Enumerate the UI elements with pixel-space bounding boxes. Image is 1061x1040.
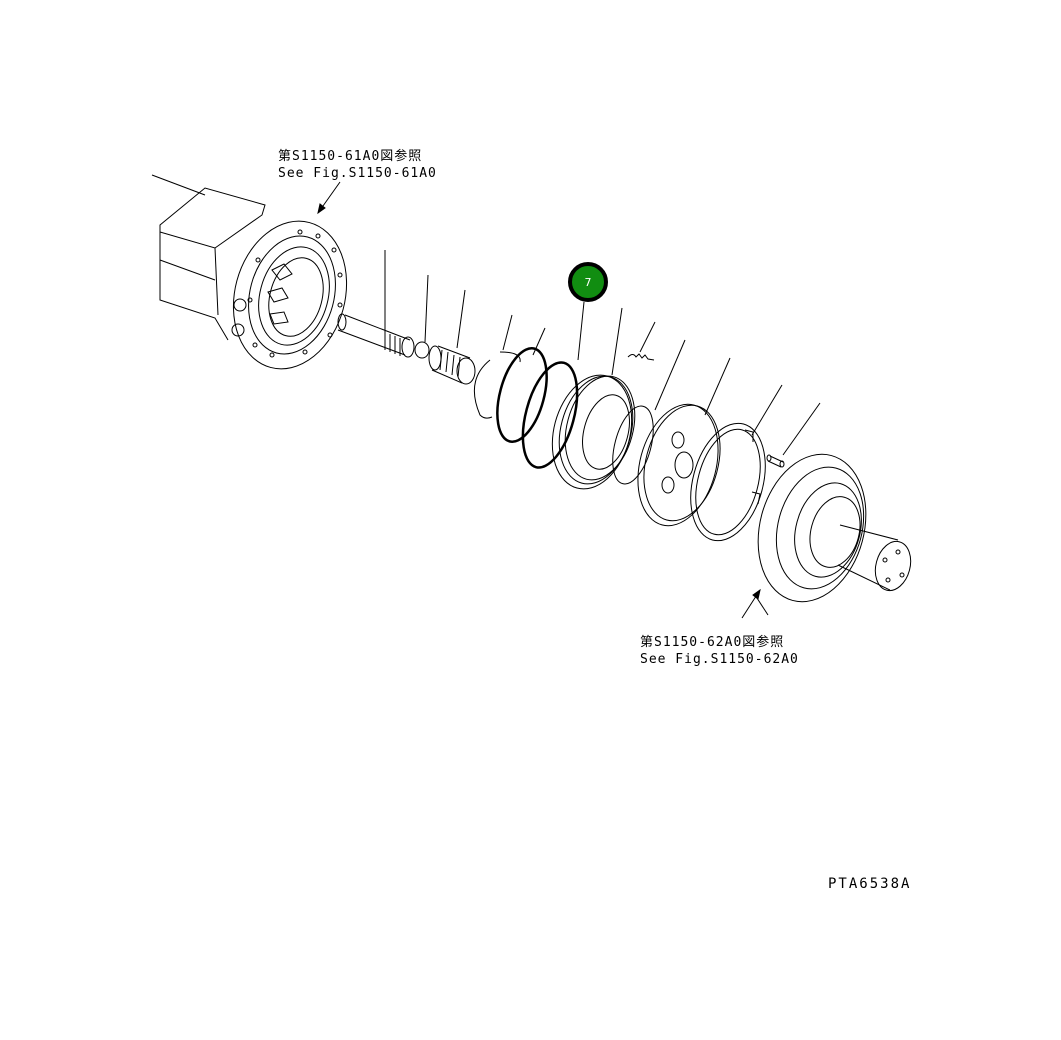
hub-spindle[interactable] (742, 442, 916, 614)
end-plate[interactable] (625, 357, 732, 535)
piston[interactable] (540, 307, 645, 498)
reference-jp: 第S1150-61A0図参照 (278, 149, 423, 164)
axle-housing[interactable] (151, 174, 363, 382)
brake-disc[interactable] (679, 384, 783, 549)
figure-id: PTA6538A (828, 876, 912, 892)
o-ring-7[interactable] (513, 301, 587, 473)
reference-en: See Fig.S1150-62A0 (640, 652, 799, 667)
seal-ring[interactable] (605, 339, 686, 488)
snap-ring[interactable] (414, 274, 430, 359)
axle-shaft[interactable] (337, 250, 415, 358)
dowel-pin[interactable] (766, 402, 821, 468)
needle-bearing[interactable] (428, 289, 476, 385)
reference-en: See Fig.S1150-61A0 (278, 166, 437, 181)
reference-label-housing[interactable]: 第S1150-61A0図参照 See Fig.S1150-61A0 (278, 148, 437, 182)
spring[interactable] (627, 321, 656, 361)
o-ring-1[interactable] (488, 327, 555, 447)
thrust-ring[interactable] (473, 314, 521, 419)
callout-number: 7 (584, 275, 592, 289)
reference-label-hub[interactable]: 第S1150-62A0図参照 See Fig.S1150-62A0 (640, 634, 799, 668)
reference-jp: 第S1150-62A0図参照 (640, 635, 785, 650)
callout-badge-7[interactable]: 7 (568, 262, 608, 302)
